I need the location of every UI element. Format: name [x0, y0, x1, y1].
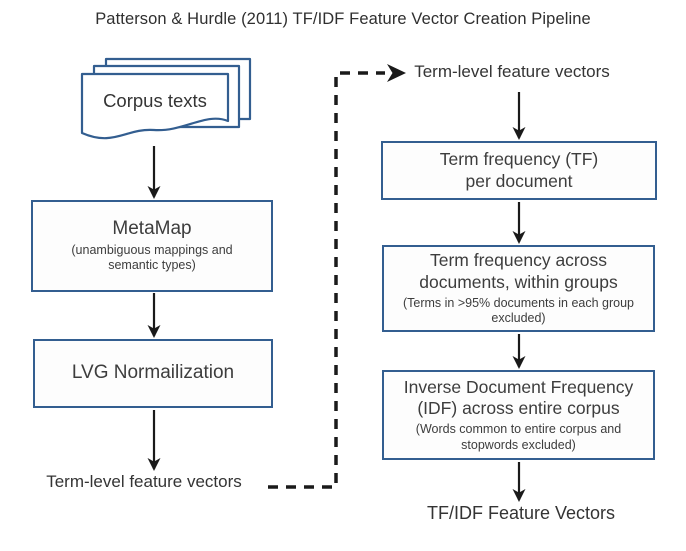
- metamap-box: MetaMap (unambiguous mappings and semant…: [31, 200, 273, 292]
- tfg-subtitle: (Terms in >95% documents in each group e…: [402, 295, 635, 326]
- dashed-connector-arrowhead-icon: [387, 64, 406, 82]
- corpus-texts-label: Corpus texts: [103, 90, 207, 111]
- dashed-connector: [268, 71, 385, 489]
- idf-line-1: Inverse Document Frequency: [403, 376, 634, 397]
- diagram-title: Patterson & Hurdle (2011) TF/IDF Feature…: [95, 10, 591, 28]
- tfidf-feature-vectors-label: TF/IDF Feature Vectors: [426, 503, 616, 523]
- tfg-line-2: documents, within groups: [419, 271, 618, 292]
- metamap-title: MetaMap: [112, 217, 192, 239]
- idf-line-2: (IDF) across entire corpus: [417, 398, 620, 419]
- term-level-vectors-label-left: Term-level feature vectors: [46, 472, 242, 491]
- term-level-vectors-label-right: Term-level feature vectors: [414, 62, 610, 81]
- tf-line-2: per document: [465, 170, 573, 191]
- idf-subtitle: (Words common to entire corpus and stopw…: [415, 422, 622, 452]
- term-frequency-groups-box: Term frequency across documents, within …: [382, 245, 655, 332]
- tfg-line-1: Term frequency across: [429, 250, 607, 270]
- document-page-front-icon: [80, 72, 230, 140]
- inverse-document-frequency-box: Inverse Document Frequency (IDF) across …: [382, 370, 655, 460]
- lvg-title: LVG Normailization: [71, 362, 235, 384]
- corpus-documents-shape: [80, 57, 252, 140]
- term-frequency-box: Term frequency (TF) per document: [381, 141, 657, 200]
- tf-line-1: Term frequency (TF): [439, 148, 599, 169]
- lvg-normalization-box: LVG Normailization: [33, 339, 273, 408]
- metamap-subtitle: (unambiguous mappings and semantic types…: [71, 242, 233, 273]
